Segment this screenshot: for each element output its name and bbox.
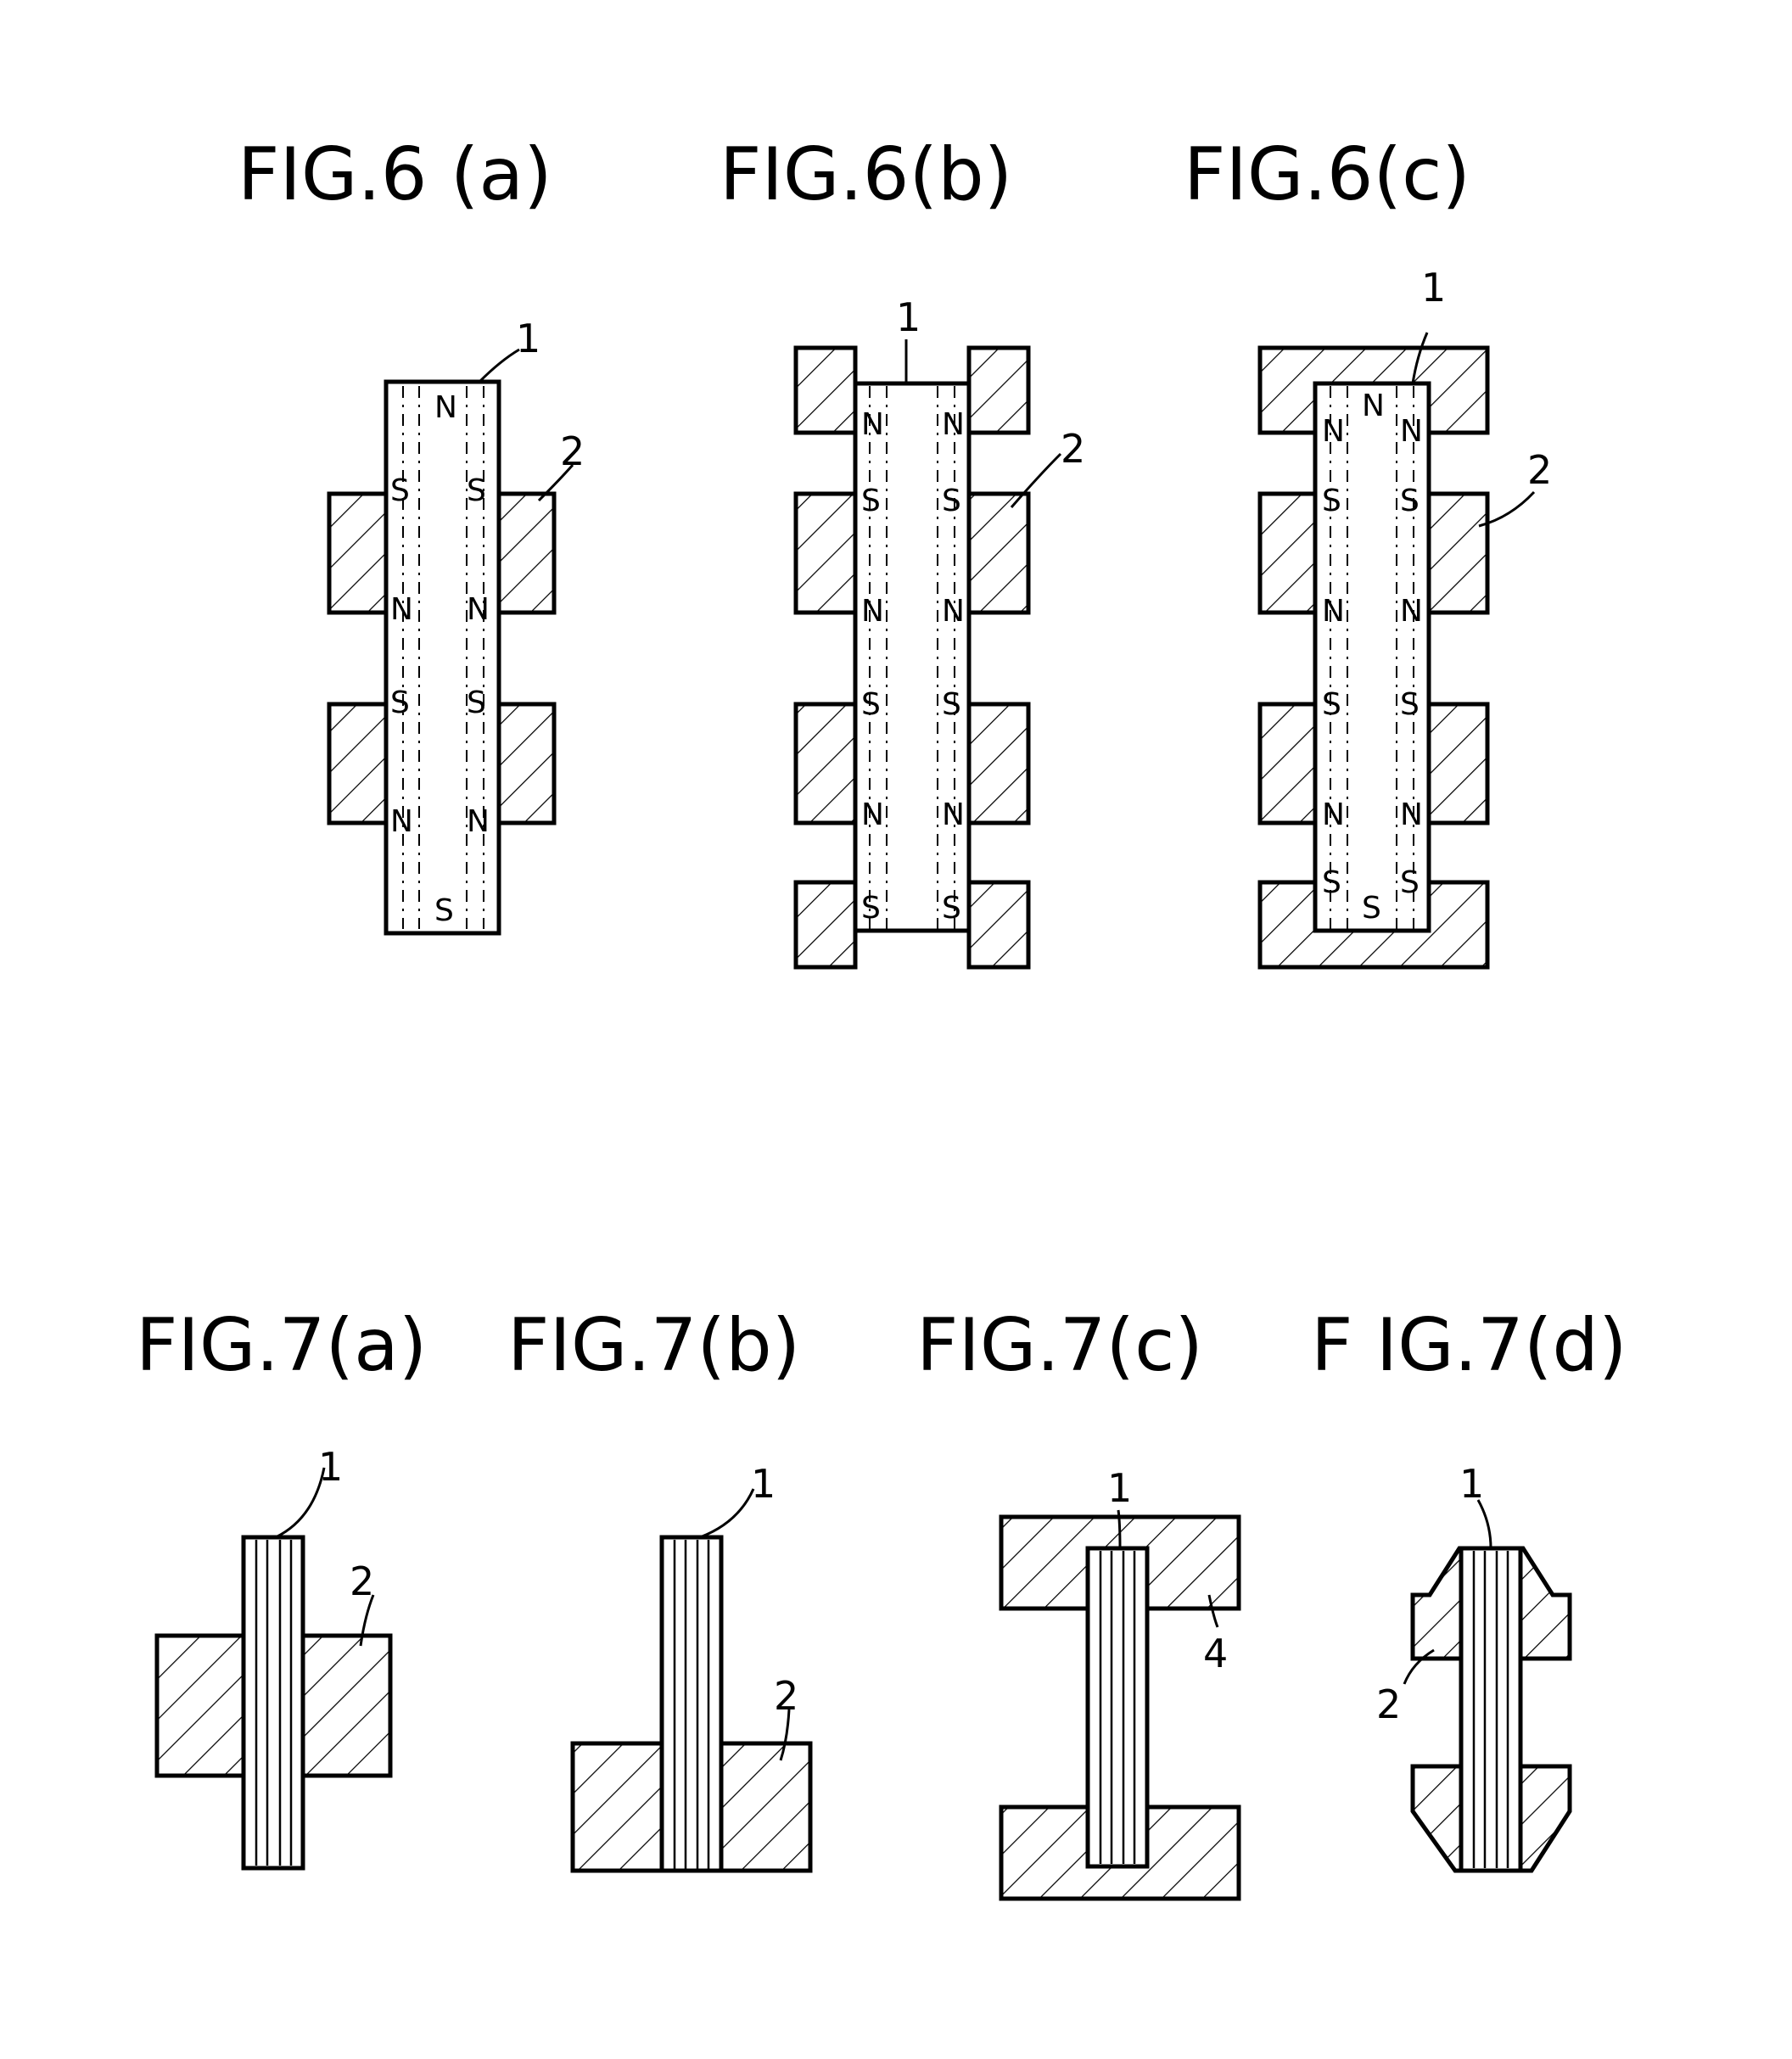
leader-line [537, 464, 574, 502]
leader-line [1403, 1648, 1435, 1685]
ref-numeral-magnet: 1 [318, 1444, 343, 1490]
fig-7d: F IG.7(d) 1 2 [1311, 1303, 1627, 1873]
pole-label: S [942, 891, 961, 926]
yoke-block [793, 702, 858, 825]
pole-label: N [1400, 797, 1423, 832]
ref-numeral-magnet: 1 [1459, 1461, 1484, 1507]
pole-label: N [1362, 389, 1385, 423]
pole-label: S [390, 473, 410, 508]
fig-7c: FIG.7(c) 1 4 [916, 1303, 1241, 1901]
pole-label: S [467, 473, 486, 508]
yoke-block [966, 880, 1031, 970]
fig-7b: FIG.7(b) 1 2 [507, 1303, 813, 1873]
yoke-block [793, 491, 858, 615]
pole-label: N [1322, 414, 1345, 449]
pole-label: S [861, 484, 881, 518]
yoke-block [793, 880, 858, 970]
fig-6b-title: FIG.6(b) [720, 132, 1012, 217]
fig-6c: FIG.6(c) N N N S S N N S S N N S S S 1 2 [1184, 132, 1552, 970]
fig-7c-title: FIG.7(c) [916, 1303, 1203, 1388]
pole-label: S [942, 484, 961, 518]
leader-line [1010, 452, 1062, 508]
leader-line [1411, 332, 1429, 384]
leader-line [275, 1467, 326, 1539]
ref-numeral-magnet: 1 [1107, 1465, 1132, 1511]
leader-line [359, 1594, 375, 1647]
pole-label: S [390, 685, 410, 720]
pole-label: N [861, 407, 884, 442]
ref-numeral-magnet: 1 [1421, 265, 1446, 311]
pole-label: N [942, 797, 965, 832]
pole-label: S [942, 687, 961, 722]
fig-7a-title: FIG.7(a) [136, 1303, 427, 1388]
pole-label: S [1362, 891, 1381, 926]
pole-label: N [467, 804, 490, 839]
fig-6a-title: FIG.6 (a) [238, 132, 552, 217]
yoke-block [966, 345, 1031, 435]
pole-label: N [1400, 594, 1423, 629]
leader-line [1476, 1499, 1492, 1549]
pole-label: S [1400, 865, 1420, 900]
fig-7a: FIG.7(a) 1 2 [136, 1303, 427, 1871]
ref-numeral-yoke: 2 [774, 1673, 798, 1719]
pole-label: S [1322, 484, 1341, 518]
magnet-rod [241, 1535, 305, 1871]
fig-7b-title: FIG.7(b) [507, 1303, 800, 1388]
magnet-rod [1459, 1546, 1523, 1873]
ref-numeral-yoke: 4 [1203, 1631, 1228, 1676]
magnet-rod [384, 379, 501, 936]
pole-label: S [861, 891, 881, 926]
pole-label: S [467, 685, 486, 720]
leader-line [1117, 1509, 1122, 1549]
ref-numeral-yoke: 2 [350, 1558, 374, 1604]
pole-label: N [1322, 594, 1345, 629]
yoke-block [966, 491, 1031, 615]
pole-label: N [861, 594, 884, 629]
yoke-block [793, 345, 858, 435]
ref-numeral-magnet: 1 [516, 316, 540, 361]
ref-numeral-yoke: 2 [560, 428, 585, 474]
pole-label: N [434, 390, 457, 425]
pole-label: N [1400, 414, 1423, 449]
ref-numeral-yoke: 2 [1061, 426, 1085, 472]
ref-numeral-yoke: 2 [1376, 1681, 1401, 1727]
fig-6b: FIG.6(b) N N S S N N S S N N S S 1 2 [720, 132, 1085, 970]
ref-numeral-magnet: 1 [896, 294, 921, 340]
pole-label: S [861, 687, 881, 722]
pole-label: N [861, 797, 884, 832]
pole-label: S [1400, 687, 1420, 722]
pole-label: S [1322, 687, 1341, 722]
leader-line [779, 1709, 791, 1761]
leader-line [699, 1488, 755, 1539]
magnet-rod [1313, 381, 1431, 933]
magnet-rod [659, 1535, 724, 1873]
pole-label: N [467, 592, 490, 627]
magnet-rod [1085, 1546, 1150, 1869]
pole-label: N [1322, 797, 1345, 832]
magnet-rod [853, 381, 972, 933]
fig-7d-title: F IG.7(d) [1311, 1303, 1627, 1388]
fig-6c-title: FIG.6(c) [1184, 132, 1470, 217]
fig-6a: FIG.6 (a) N S S N N S S N N S 1 2 [238, 132, 585, 936]
pole-label: N [942, 594, 965, 629]
pole-label: S [1322, 865, 1341, 900]
ref-numeral-yoke: 2 [1527, 447, 1552, 493]
pole-label: S [1400, 484, 1420, 518]
leader-line [1478, 490, 1536, 528]
ref-numeral-magnet: 1 [751, 1461, 776, 1507]
pole-label: N [942, 407, 965, 442]
leader-line [1207, 1594, 1219, 1628]
pole-label: S [434, 893, 454, 928]
pole-label: N [390, 804, 413, 839]
leader-line [478, 348, 520, 383]
yoke-block [966, 702, 1031, 825]
pole-label: N [390, 592, 413, 627]
